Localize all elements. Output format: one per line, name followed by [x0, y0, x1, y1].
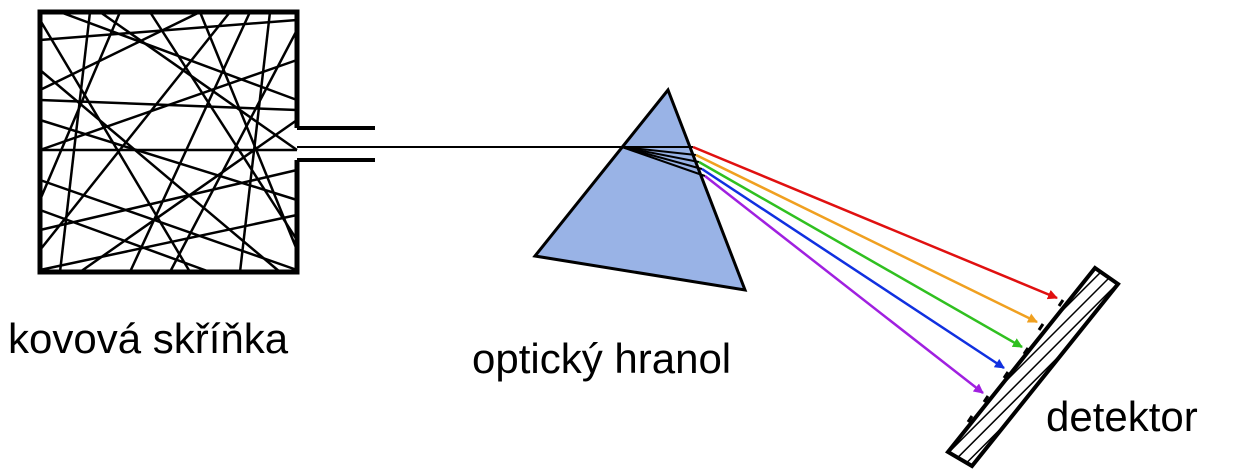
red-ray: [692, 145, 1058, 300]
prism-internal-rays: [621, 146, 706, 177]
internal-reflections: [38, 10, 299, 274]
detector-label: detektor: [1046, 393, 1198, 440]
blue-ray: [701, 167, 1005, 370]
metal-box: [37, 9, 375, 275]
spectrum-rays: [692, 145, 1058, 394]
prism-label: optický hranol: [472, 335, 732, 382]
green-ray: [698, 160, 1023, 349]
metal-box-label: kovová skříňka: [8, 315, 289, 362]
orange-ray: [695, 153, 1038, 324]
optical-prism: [532, 87, 748, 292]
detector-ticks: [966, 299, 1065, 423]
detector: [944, 265, 1121, 469]
violet-ray: [704, 175, 984, 394]
